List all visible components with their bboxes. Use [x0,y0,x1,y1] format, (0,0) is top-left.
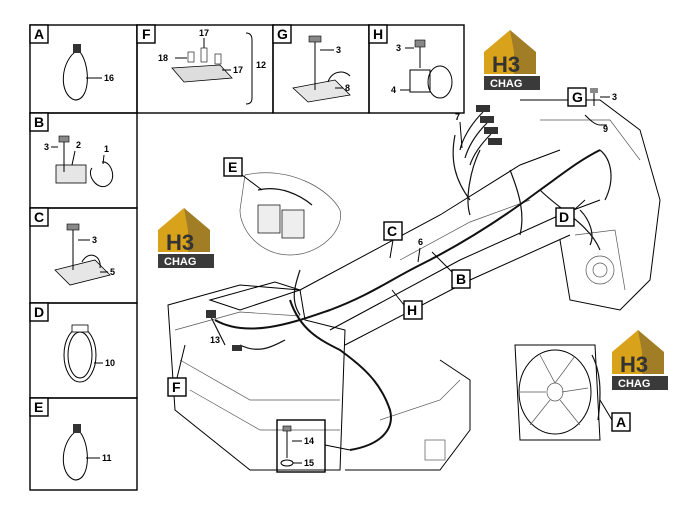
part-10: 10 [105,358,115,368]
machine-frame [167,99,661,471]
logo-right: H3 CHAG [612,330,668,390]
callout-c-main: C [383,221,403,259]
part-13: 13 [210,335,220,345]
logo-top: H3 CHAG [484,30,540,90]
callout-c: C [387,223,397,239]
part-4: 4 [391,85,396,95]
logo-left-sub: CHAG [164,256,196,268]
part-6: 6 [418,237,423,247]
callout-d: D [559,209,569,225]
callout-h-main: H [391,289,423,320]
panel-d: D 10 [29,302,138,399]
part-f-17b: 17 [233,65,243,75]
logo-top-sub: CHAG [490,78,522,90]
panel-a-letter: A [34,26,44,42]
callout-e: E [228,159,237,175]
tie-head [73,44,81,53]
panel-c-letter: C [34,209,44,225]
callout-g-main: G 3 9 [567,87,617,134]
panel-e-letter: E [34,399,43,415]
logo-right-mark: H3 [620,352,648,377]
part-8: 8 [345,83,350,93]
callout-g: G [572,89,583,105]
part-main-3: 3 [612,92,617,102]
callout-d-main: D [555,199,586,227]
fan-assembly: A [514,344,631,441]
callout-f: F [172,379,181,395]
panel-g-letter: G [277,26,288,42]
inset-e: E [223,157,341,256]
bolt-inset: 14 15 [276,419,351,473]
callout-f-main: F [167,344,187,397]
panel-f: F 17 18 17 12 [136,24,274,114]
part-15: 15 [304,458,314,468]
part-11: 11 [102,453,112,463]
panel-c: C 3 5 [29,207,138,304]
part-b-3: 3 [44,142,49,152]
part-14: 14 [304,436,314,446]
part-c-5: 5 [110,267,115,277]
strap-tie [62,49,88,101]
callout-b: B [456,271,466,287]
panel-a: A 16 [29,24,138,114]
callout-a: A [616,414,626,430]
part-g-3: 3 [336,45,341,55]
part-18: 18 [158,53,168,63]
callout-h: H [407,302,417,318]
panel-b: B 3 2 1 [29,112,138,209]
logo-right-sub: CHAG [618,378,650,390]
panel-g: G 3 8 [272,24,370,114]
part-16: 16 [104,73,114,83]
logo-left: H3 CHAG [158,208,214,268]
part-9: 9 [603,124,608,134]
part-12: 12 [256,60,266,70]
part-7: 7 [455,112,460,122]
part-h-3: 3 [396,43,401,53]
part-c-3: 3 [92,235,97,245]
panel-h-letter: H [373,26,383,42]
logo-left-mark: H3 [166,230,194,255]
part-b-2: 2 [76,140,81,150]
panel-d-letter: D [34,304,44,320]
wiring-harness [206,105,612,451]
part-b-1: 1 [104,144,109,154]
panel-b-letter: B [34,114,44,130]
panel-e: E 11 [29,397,138,491]
callout-b-main: B [431,251,471,289]
connector-bundle [459,105,502,166]
panel-f-letter: F [142,26,151,42]
logo-top-mark: H3 [492,52,520,77]
panel-h: H 3 4 [368,24,465,114]
part-f-17a: 17 [199,28,209,38]
